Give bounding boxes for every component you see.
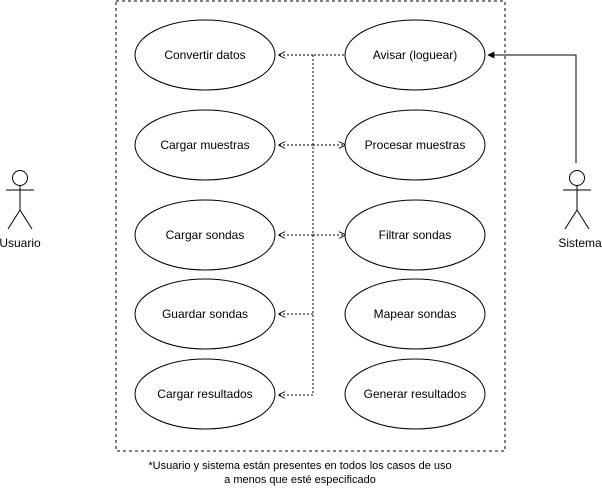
use-case-label: Cargar resultados — [157, 387, 252, 401]
use-case-ellipse — [344, 199, 486, 271]
use-case-guardar-sondas[interactable]: Guardar sondas — [134, 278, 276, 350]
use-case-ellipse — [134, 109, 276, 181]
use-case-cargar-resultados[interactable]: Cargar resultados — [134, 358, 276, 430]
use-case-cargar-muestras[interactable]: Cargar muestras — [134, 109, 276, 181]
stick-figure-icon — [563, 170, 591, 230]
use-case-ellipse — [344, 278, 486, 350]
stick-figure-icon — [6, 170, 34, 230]
use-case-label: Cargar muestras — [160, 138, 249, 152]
use-case-ellipse — [134, 19, 276, 91]
use-case-label: Avisar (loguear) — [373, 48, 457, 62]
footnote: *Usuario y sistema están presentes en to… — [100, 459, 500, 487]
use-case-label: Procesar muestras — [365, 138, 466, 152]
use-case-generar-resultados[interactable]: Generar resultados — [344, 358, 486, 430]
use-case-ellipse — [134, 358, 276, 430]
use-case-avisar-loguear[interactable]: Avisar (loguear) — [344, 19, 486, 91]
use-case-mapear-sondas[interactable]: Mapear sondas — [344, 278, 486, 350]
actor-usuario[interactable]: Usuario — [0, 170, 41, 251]
use-case-ellipse — [344, 109, 486, 181]
use-case-ellipse — [134, 278, 276, 350]
use-case-ellipse — [134, 199, 276, 271]
actor-sistema[interactable]: Sistema — [558, 170, 602, 251]
avisar-connectors — [279, 55, 345, 395]
use-case-label: Guardar sondas — [162, 307, 248, 321]
use-case-convertir-datos[interactable]: Convertir datos — [134, 19, 276, 91]
use-case-procesar-muestras[interactable]: Procesar muestras — [344, 109, 486, 181]
use-case-ellipse — [344, 19, 486, 91]
actor-label: Sistema — [558, 236, 602, 250]
use-case-label: Convertir datos — [164, 48, 245, 62]
sistema-association — [487, 51, 577, 163]
use-case-label: Mapear sondas — [374, 307, 457, 321]
footnote-line-2: a menos que esté especificado — [224, 474, 376, 486]
actor-label: Usuario — [0, 236, 41, 250]
use-case-filtrar-sondas[interactable]: Filtrar sondas — [344, 199, 486, 271]
use-case-ellipse — [344, 358, 486, 430]
system-boundary — [115, 0, 506, 452]
use-case-label: Generar resultados — [364, 387, 467, 401]
footnote-line-1: *Usuario y sistema están presentes en to… — [148, 460, 452, 472]
use-case-label: Cargar sondas — [166, 228, 245, 242]
use-case-label: Filtrar sondas — [379, 228, 452, 242]
use-case-cargar-sondas[interactable]: Cargar sondas — [134, 199, 276, 271]
